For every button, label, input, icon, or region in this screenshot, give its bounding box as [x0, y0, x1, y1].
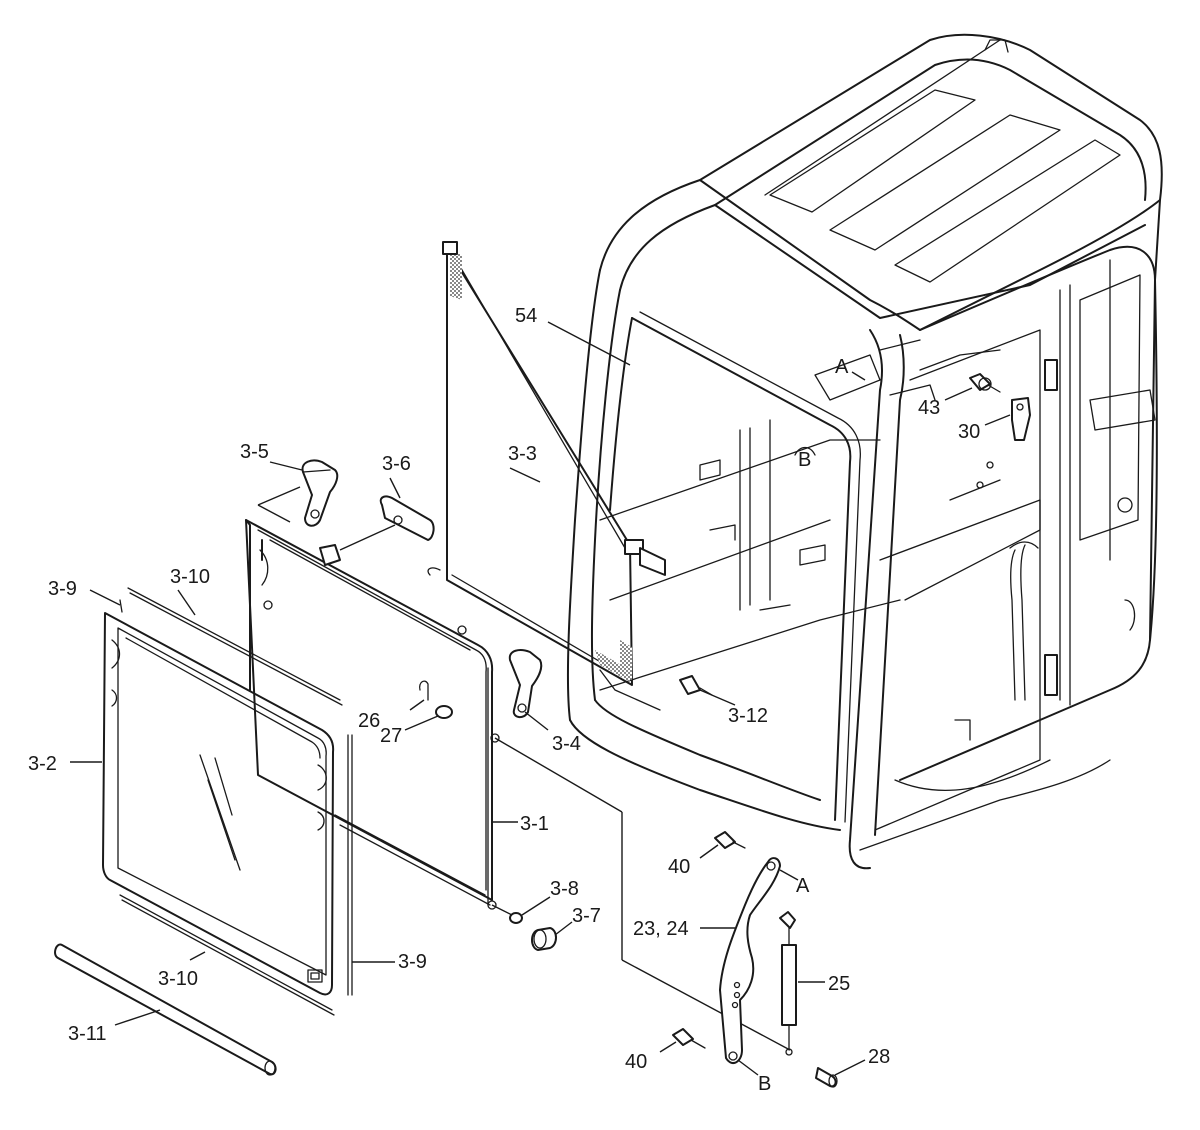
label-3-4: 3-4 — [552, 733, 581, 755]
label-3-2: 3-2 — [28, 753, 57, 775]
cab-body — [566, 33, 1163, 870]
label-a-upper: A — [835, 356, 849, 378]
label-b-upper: B — [798, 449, 811, 471]
plate-23-24 — [719, 857, 781, 1065]
label-3-12: 3-12 — [728, 705, 768, 727]
window-screen-3-3 — [427, 241, 666, 686]
label-54: 54 — [515, 305, 537, 327]
label-28: 28 — [868, 1046, 890, 1068]
label-3-6: 3-6 — [382, 453, 411, 475]
label-b-lower: B — [758, 1073, 771, 1095]
handle-3-5 — [301, 459, 339, 527]
ring-3-8 — [509, 912, 523, 924]
label-3-11: 3-11 — [68, 1023, 107, 1045]
handle-3-4 — [508, 649, 543, 718]
label-30: 30 — [958, 421, 980, 443]
window-frame-3-1 — [245, 519, 500, 910]
glass-3-2 — [102, 612, 335, 996]
label-3-8: 3-8 — [550, 878, 579, 900]
clip-30 — [1011, 397, 1031, 441]
mirror-3-6 — [379, 495, 435, 541]
pin-26 — [419, 680, 429, 701]
label-25: 25 — [828, 973, 850, 995]
label-40-upper: 40 — [668, 856, 690, 878]
cap-3-7 — [531, 927, 557, 951]
label-3-9-upper: 3-9 — [48, 578, 77, 600]
label-43: 43 — [918, 397, 940, 419]
label-a-lower: A — [796, 875, 810, 897]
damper-25 — [779, 911, 797, 1056]
label-3-10-upper: 3-10 — [170, 566, 210, 588]
rod-3-11 — [54, 943, 277, 1076]
bolt-43 — [969, 373, 1001, 393]
strip-3-10-upper — [127, 587, 341, 701]
label-27: 27 — [380, 725, 402, 747]
label-3-3: 3-3 — [508, 443, 537, 465]
label-3-10-lower: 3-10 — [158, 968, 198, 990]
washer-27 — [435, 705, 453, 719]
bolt-40-upper — [714, 831, 746, 849]
leader-54 — [547, 321, 631, 366]
strip-3-10-lower — [119, 894, 333, 1011]
label-3-5: 3-5 — [240, 441, 269, 463]
label-40-lower: 40 — [625, 1051, 647, 1073]
pin-28 — [815, 1067, 838, 1088]
bolt-40-lower — [672, 1028, 706, 1049]
label-23-24: 23, 24 — [633, 918, 689, 940]
label-26: 26 — [358, 710, 380, 732]
label-3-9-lower: 3-9 — [398, 951, 427, 973]
strip-3-9-upper — [119, 599, 123, 613]
label-3-1: 3-1 — [520, 813, 549, 835]
bolt-3-12 — [679, 675, 713, 696]
label-3-7: 3-7 — [572, 905, 601, 927]
